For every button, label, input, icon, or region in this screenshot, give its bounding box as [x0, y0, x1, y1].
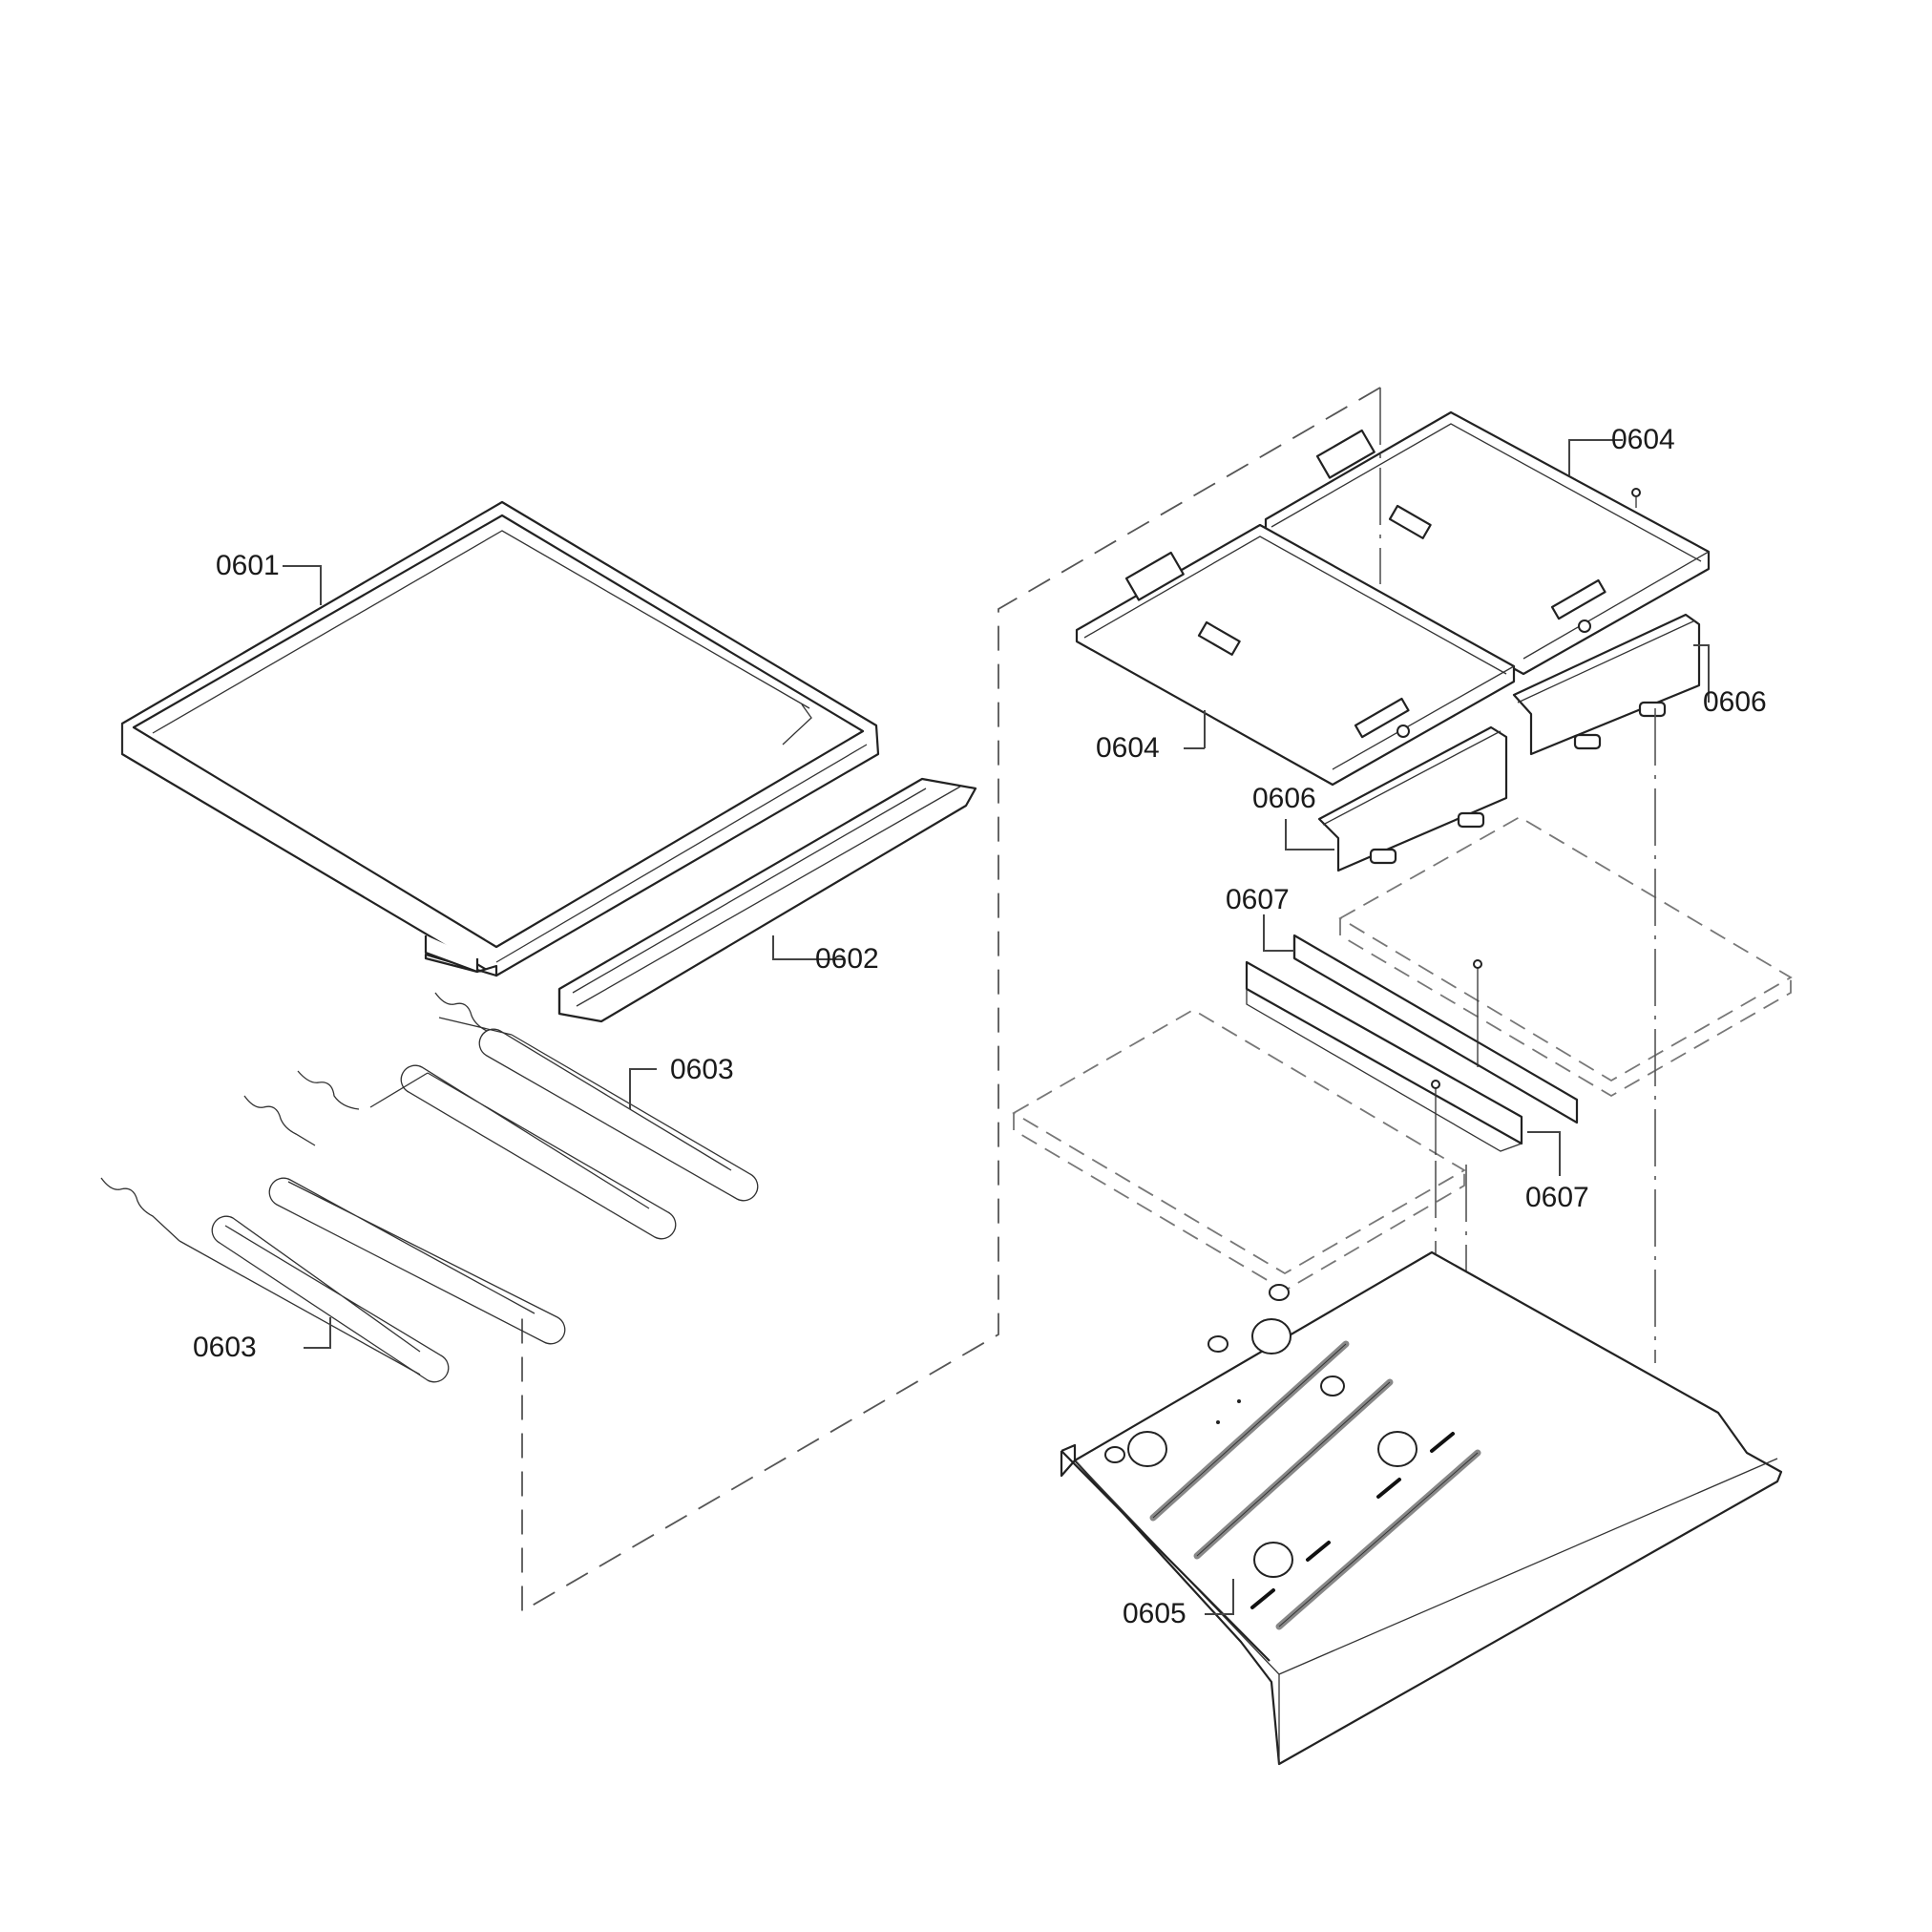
label-0606-right: 0606 — [1703, 686, 1767, 718]
label-0601: 0601 — [216, 550, 280, 581]
part-0606-brackets — [1317, 613, 1701, 872]
label-0603-bottom: 0603 — [193, 1332, 257, 1363]
label-0604-left: 0604 — [1096, 732, 1160, 764]
part-0601-top-tray — [120, 500, 880, 977]
leader-lines — [283, 439, 1710, 1615]
part-0607-angle-strips — [1245, 934, 1579, 1155]
assembly-envelope-dashed — [521, 387, 1381, 1613]
label-0603-top: 0603 — [670, 1054, 734, 1085]
label-0606-left: 0606 — [1252, 783, 1316, 814]
part-0604-mounting-plates — [1075, 410, 1711, 787]
label-0602: 0602 — [815, 943, 879, 975]
label-0607-bottom: 0607 — [1525, 1182, 1589, 1213]
part-0603-heating-elements — [100, 992, 759, 1383]
part-0602-channel-trim — [557, 777, 977, 1023]
part-0605-base-pan — [1060, 1250, 1783, 1766]
label-0604-right: 0604 — [1611, 424, 1675, 455]
label-0605: 0605 — [1123, 1598, 1186, 1629]
label-0607-top: 0607 — [1226, 884, 1290, 915]
